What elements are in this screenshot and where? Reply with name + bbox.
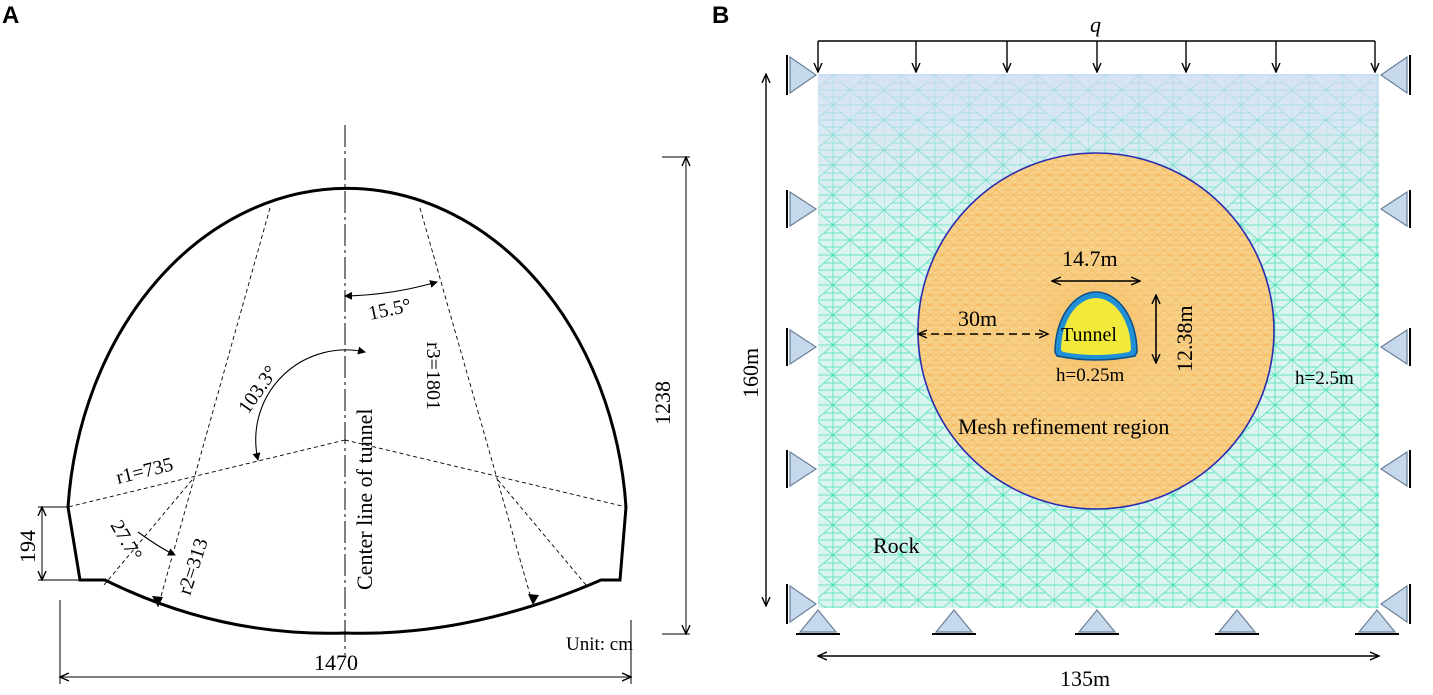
coarse-mesh-label: h=2.5m bbox=[1295, 368, 1354, 389]
side-height-label: 194 bbox=[15, 530, 40, 563]
dim-width bbox=[60, 600, 631, 684]
dim-side bbox=[38, 507, 80, 580]
angle-arc-15 bbox=[344, 280, 438, 300]
tunnel-outline bbox=[66, 186, 628, 635]
r2-arrowhead bbox=[152, 596, 163, 607]
r2-label: r2=313 bbox=[174, 536, 213, 598]
supports-bottom bbox=[796, 609, 1399, 635]
load-label: q bbox=[1090, 12, 1101, 37]
tunnel-width-label: 14.7m bbox=[1062, 246, 1118, 271]
angle-top-label: 15.5° bbox=[366, 294, 413, 324]
refine-region-label: Mesh refinement region bbox=[958, 414, 1169, 439]
rock-label: Rock bbox=[873, 533, 919, 558]
panel-a: A 15.5° 103.3° Center line of tunnel r3=… bbox=[2, 2, 690, 684]
tunnel-section bbox=[1054, 291, 1138, 361]
panel-b: B q bbox=[712, 2, 1411, 691]
tunnel-label: Tunnel bbox=[1061, 324, 1117, 346]
angle-low-label: 27.7° bbox=[106, 517, 147, 565]
tunnel-height-label: 12.38m bbox=[1172, 305, 1197, 372]
height-160m-label: 160m bbox=[738, 348, 763, 398]
offset-label: 30m bbox=[958, 306, 997, 331]
supports-right bbox=[1379, 55, 1411, 624]
dim-height bbox=[662, 157, 690, 634]
r3-label: r3=1801 bbox=[422, 342, 444, 410]
r3-arrowhead bbox=[528, 594, 539, 605]
panel-a-letter: A bbox=[2, 2, 19, 29]
center-line-label: Center line of tunnel bbox=[352, 409, 377, 590]
load-q bbox=[818, 40, 1375, 72]
width-label: 1470 bbox=[314, 650, 358, 675]
height-label: 1238 bbox=[650, 381, 675, 425]
unit-label: Unit: cm bbox=[566, 634, 633, 655]
width-135m-label: 135m bbox=[1060, 666, 1110, 691]
panel-b-letter: B bbox=[712, 2, 729, 29]
supports-left bbox=[786, 55, 818, 624]
angle-mid-label: 103.3° bbox=[234, 362, 282, 418]
radius-lines bbox=[67, 207, 627, 608]
angle-arc-27 bbox=[137, 531, 176, 556]
fine-mesh-label: h=0.25m bbox=[1056, 365, 1124, 386]
angle-arc-103 bbox=[252, 346, 366, 461]
